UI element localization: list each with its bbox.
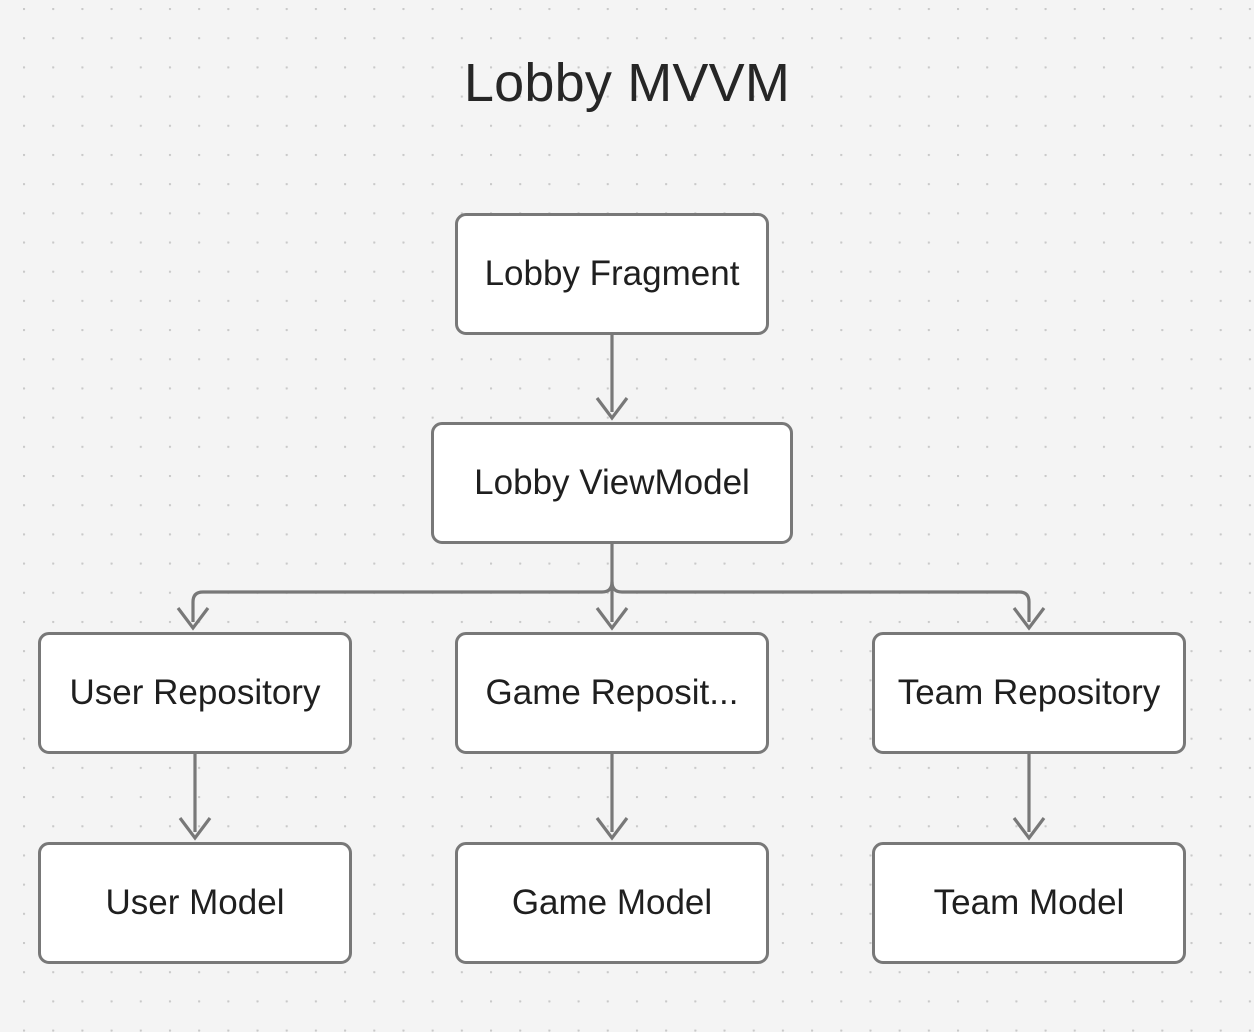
edge-game-repo-to-game-model bbox=[595, 754, 629, 841]
node-user-model[interactable]: User Model bbox=[38, 842, 352, 964]
node-label: User Repository bbox=[69, 673, 321, 712]
edge-user-repo-to-user-model bbox=[178, 754, 212, 841]
node-label: Team Model bbox=[933, 883, 1125, 922]
node-team-repository[interactable]: Team Repository bbox=[872, 632, 1186, 754]
node-game-model[interactable]: Game Model bbox=[455, 842, 769, 964]
node-label: Game Reposit... bbox=[485, 673, 739, 712]
node-label: Lobby Fragment bbox=[484, 254, 740, 293]
node-label: Team Repository bbox=[897, 673, 1161, 712]
node-game-repository[interactable]: Game Reposit... bbox=[455, 632, 769, 754]
node-label: User Model bbox=[105, 883, 285, 922]
edge-fragment-to-viewmodel bbox=[595, 335, 629, 421]
node-team-model[interactable]: Team Model bbox=[872, 842, 1186, 964]
node-lobby-fragment[interactable]: Lobby Fragment bbox=[455, 213, 769, 335]
node-user-repository[interactable]: User Repository bbox=[38, 632, 352, 754]
edge-viewmodel-to-repositories bbox=[176, 544, 1046, 631]
node-lobby-viewmodel[interactable]: Lobby ViewModel bbox=[431, 422, 793, 544]
node-label: Game Model bbox=[511, 883, 713, 922]
node-label: Lobby ViewModel bbox=[474, 463, 750, 502]
edge-team-repo-to-team-model bbox=[1012, 754, 1046, 841]
page-title: Lobby MVVM bbox=[463, 53, 791, 113]
